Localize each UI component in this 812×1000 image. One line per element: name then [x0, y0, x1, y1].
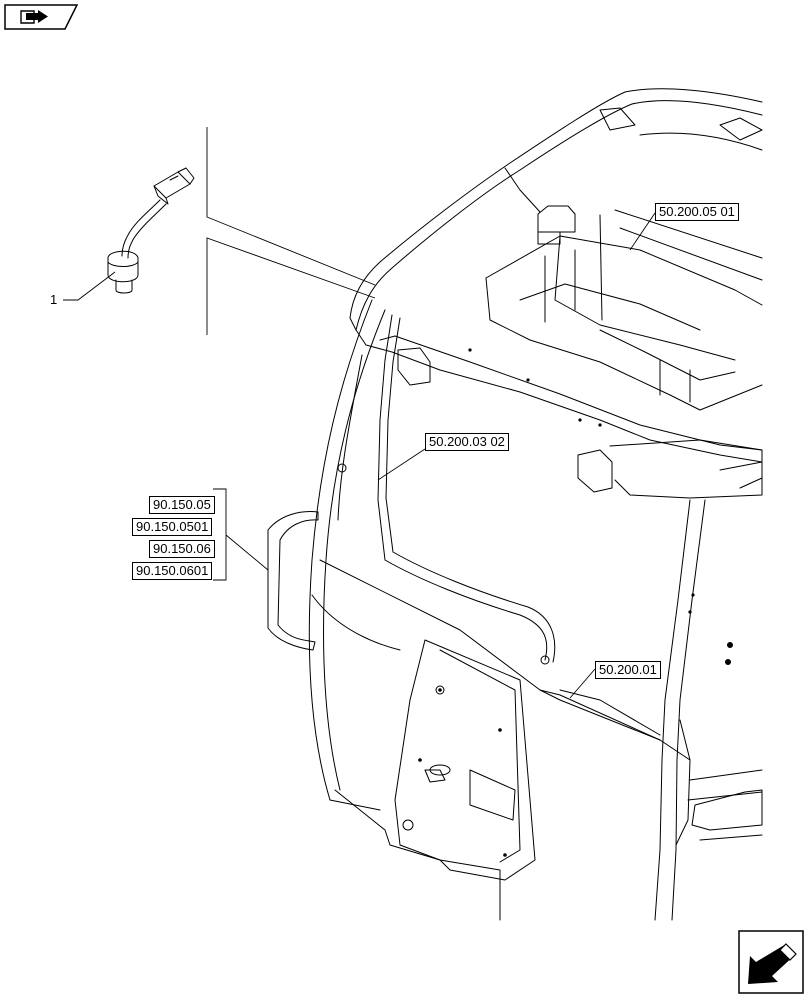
ref-link-50-200-05-01[interactable]: 50.200.05 01 — [655, 203, 739, 221]
callout-item-1[interactable]: 1 — [50, 292, 58, 307]
ref-link-90-150-0601[interactable]: 90.150.0601 — [132, 562, 213, 580]
handrail — [267, 511, 319, 651]
ref-link-90-150-0501[interactable]: 90.150.0501 — [132, 518, 213, 536]
leader-50-200-01 — [569, 668, 596, 699]
left-work-light — [397, 347, 431, 386]
bracket-line-bottom — [206, 237, 376, 335]
bracket-90-150 — [213, 488, 269, 581]
door-handle — [691, 789, 763, 831]
right-work-light — [577, 449, 613, 493]
console-plate — [394, 639, 536, 881]
leader-50-200-03-02 — [377, 448, 426, 481]
leader-50-200-05-01 — [629, 212, 656, 251]
arrow-down-left-icon — [738, 930, 804, 994]
wire-harness — [377, 314, 548, 661]
roof-tray — [485, 235, 763, 306]
ref-link-50-200-03-02[interactable]: 50.200.03 02 — [425, 433, 509, 451]
ref-link-50-200-01[interactable]: 50.200.01 — [595, 661, 661, 679]
left-door-frame — [308, 299, 381, 811]
back-navigation-button[interactable] — [738, 930, 804, 994]
callout-leader-1 — [63, 271, 116, 301]
bracket-line-top — [206, 127, 376, 286]
front-lower-panel — [319, 559, 691, 761]
sensor-connector — [153, 171, 191, 199]
roof-outline — [349, 88, 763, 319]
ref-link-90-150-05[interactable]: 90.150.05 — [149, 496, 215, 514]
book-navigation-tab[interactable] — [4, 4, 79, 30]
ref-link-90-150-06[interactable]: 90.150.06 — [149, 540, 215, 558]
book-arrow-icon — [4, 4, 79, 30]
sensor-body — [107, 250, 139, 283]
right-pillar — [654, 499, 691, 921]
sensor-cable — [121, 199, 161, 257]
